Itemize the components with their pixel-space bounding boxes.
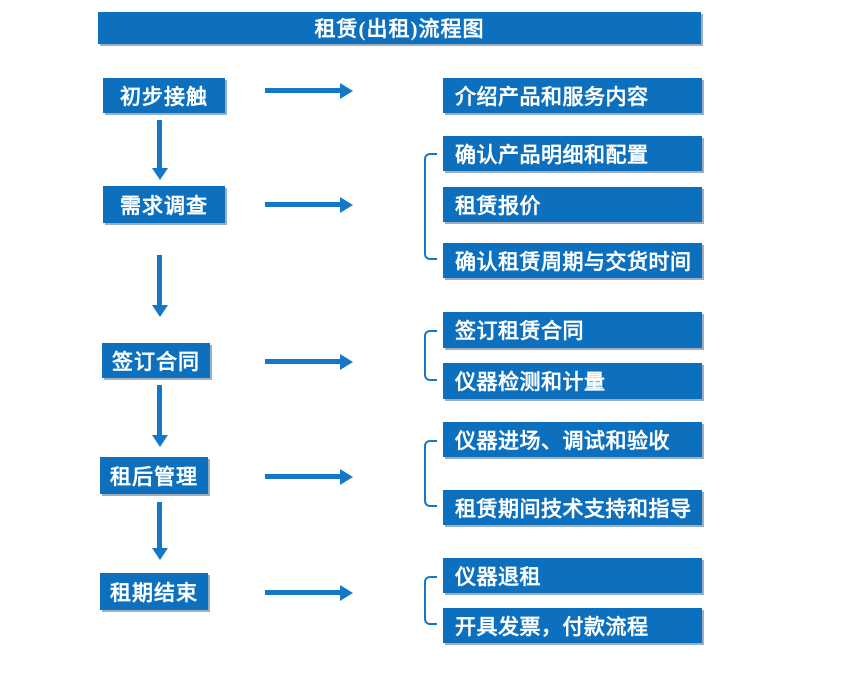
step-sign-contract: 签订合同 [102, 343, 210, 378]
arrow-down-icon-2 [151, 255, 168, 317]
detail-confirm-period-delivery: 确认租赁周期与交货时间 [443, 243, 702, 278]
bracket-icon-post-rental [424, 440, 437, 507]
detail-invoice-payment: 开具发票，付款流程 [443, 608, 702, 643]
bracket-icon-demand-survey [424, 153, 437, 260]
detail-confirm-product-specs: 确认产品明细和配置 [443, 136, 702, 171]
step-initial-contact: 初步接触 [103, 78, 225, 113]
arrow-right-icon-3 [265, 353, 353, 370]
detail-tech-support-guidance: 租赁期间技术支持和指导 [443, 490, 702, 525]
detail-rental-quote: 租赁报价 [443, 187, 702, 222]
detail-sign-rental-contract: 签订租赁合同 [443, 312, 702, 348]
arrow-right-icon-4 [265, 468, 353, 485]
detail-intro-products-services: 介绍产品和服务内容 [443, 78, 702, 113]
bracket-icon-sign-contract [424, 330, 437, 381]
step-rental-end: 租期结束 [100, 573, 208, 610]
bracket-icon-rental-end [424, 576, 437, 625]
arrow-right-icon-2 [265, 196, 353, 213]
step-post-rental-management: 租后管理 [100, 457, 208, 494]
arrow-right-icon-1 [265, 82, 353, 99]
arrow-down-icon-3 [151, 385, 168, 447]
arrow-down-icon-1 [151, 120, 168, 180]
diagram-title: 租赁(出租)流程图 [98, 12, 701, 44]
arrow-right-icon-5 [265, 584, 353, 601]
detail-instrument-inspection: 仪器检测和计量 [443, 363, 702, 399]
detail-instrument-setup-acceptance: 仪器进场、调试和验收 [443, 422, 702, 457]
detail-instrument-return: 仪器退租 [443, 558, 702, 593]
arrow-down-icon-4 [151, 502, 168, 560]
step-demand-survey: 需求调查 [103, 186, 225, 223]
